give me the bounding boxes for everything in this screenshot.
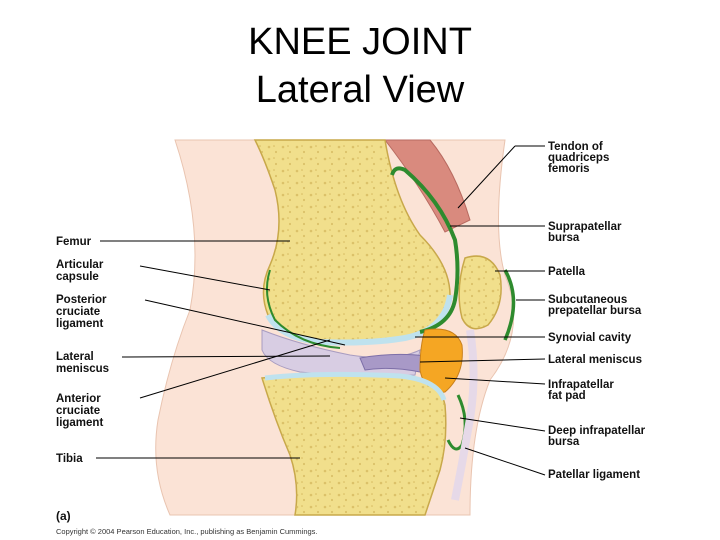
labels-right: Tendon of quadriceps femoris Suprapatell…	[548, 141, 648, 481]
label-femur: Femur	[56, 236, 92, 248]
label-suprapatellar-bursa: Suprapatellar bursa	[548, 221, 625, 244]
label-infrapatellar-fat-pad: Infrapatellar fat pad	[548, 379, 617, 402]
tibial-cartilage	[264, 371, 447, 401]
label-patellar-ligament: Patellar ligament	[548, 469, 640, 481]
copyright-notice: Copyright © 2004 Pearson Education, Inc.…	[56, 527, 318, 536]
page-title: KNEE JOINT Lateral View	[0, 18, 720, 114]
leader-lines-left	[96, 240, 346, 459]
panel-letter: (a)	[56, 509, 71, 523]
label-patella: Patella	[548, 266, 586, 278]
infrapatellar-fat-pad	[419, 328, 463, 393]
leader-lines-right	[415, 145, 546, 476]
label-posterior-cruciate-ligament: Posterior cruciate ligament	[56, 294, 110, 330]
label-subcutaneous-prepatellar-bursa: Subcutaneous prepatellar bursa	[548, 294, 642, 317]
labels-left: Femur Articular capsule Posterior crucia…	[56, 236, 110, 465]
label-articular-capsule: Articular capsule	[56, 259, 107, 283]
label-synovial-cavity: Synovial cavity	[548, 332, 632, 344]
femoral-cartilage	[265, 294, 453, 346]
label-lateral-meniscus-left: Lateral meniscus	[56, 351, 109, 375]
label-tendon-of-quadriceps-femoris: Tendon of quadriceps femoris	[548, 141, 613, 175]
prepatellar-bursa	[503, 269, 516, 341]
suprapatellar-bursa	[390, 166, 460, 334]
title-line-2: Lateral View	[255, 69, 465, 111]
title-line-1: KNEE JOINT	[248, 21, 472, 63]
patellar-ligament	[451, 329, 478, 501]
synovial-membrane	[265, 269, 341, 349]
label-deep-infrapatellar-bursa: Deep infrapatellar bursa	[548, 425, 648, 448]
label-lateral-meniscus-right: Lateral meniscus	[548, 354, 642, 366]
label-tibia: Tibia	[56, 453, 83, 465]
label-anterior-cruciate-ligament: Anterior cruciate ligament	[56, 393, 104, 429]
